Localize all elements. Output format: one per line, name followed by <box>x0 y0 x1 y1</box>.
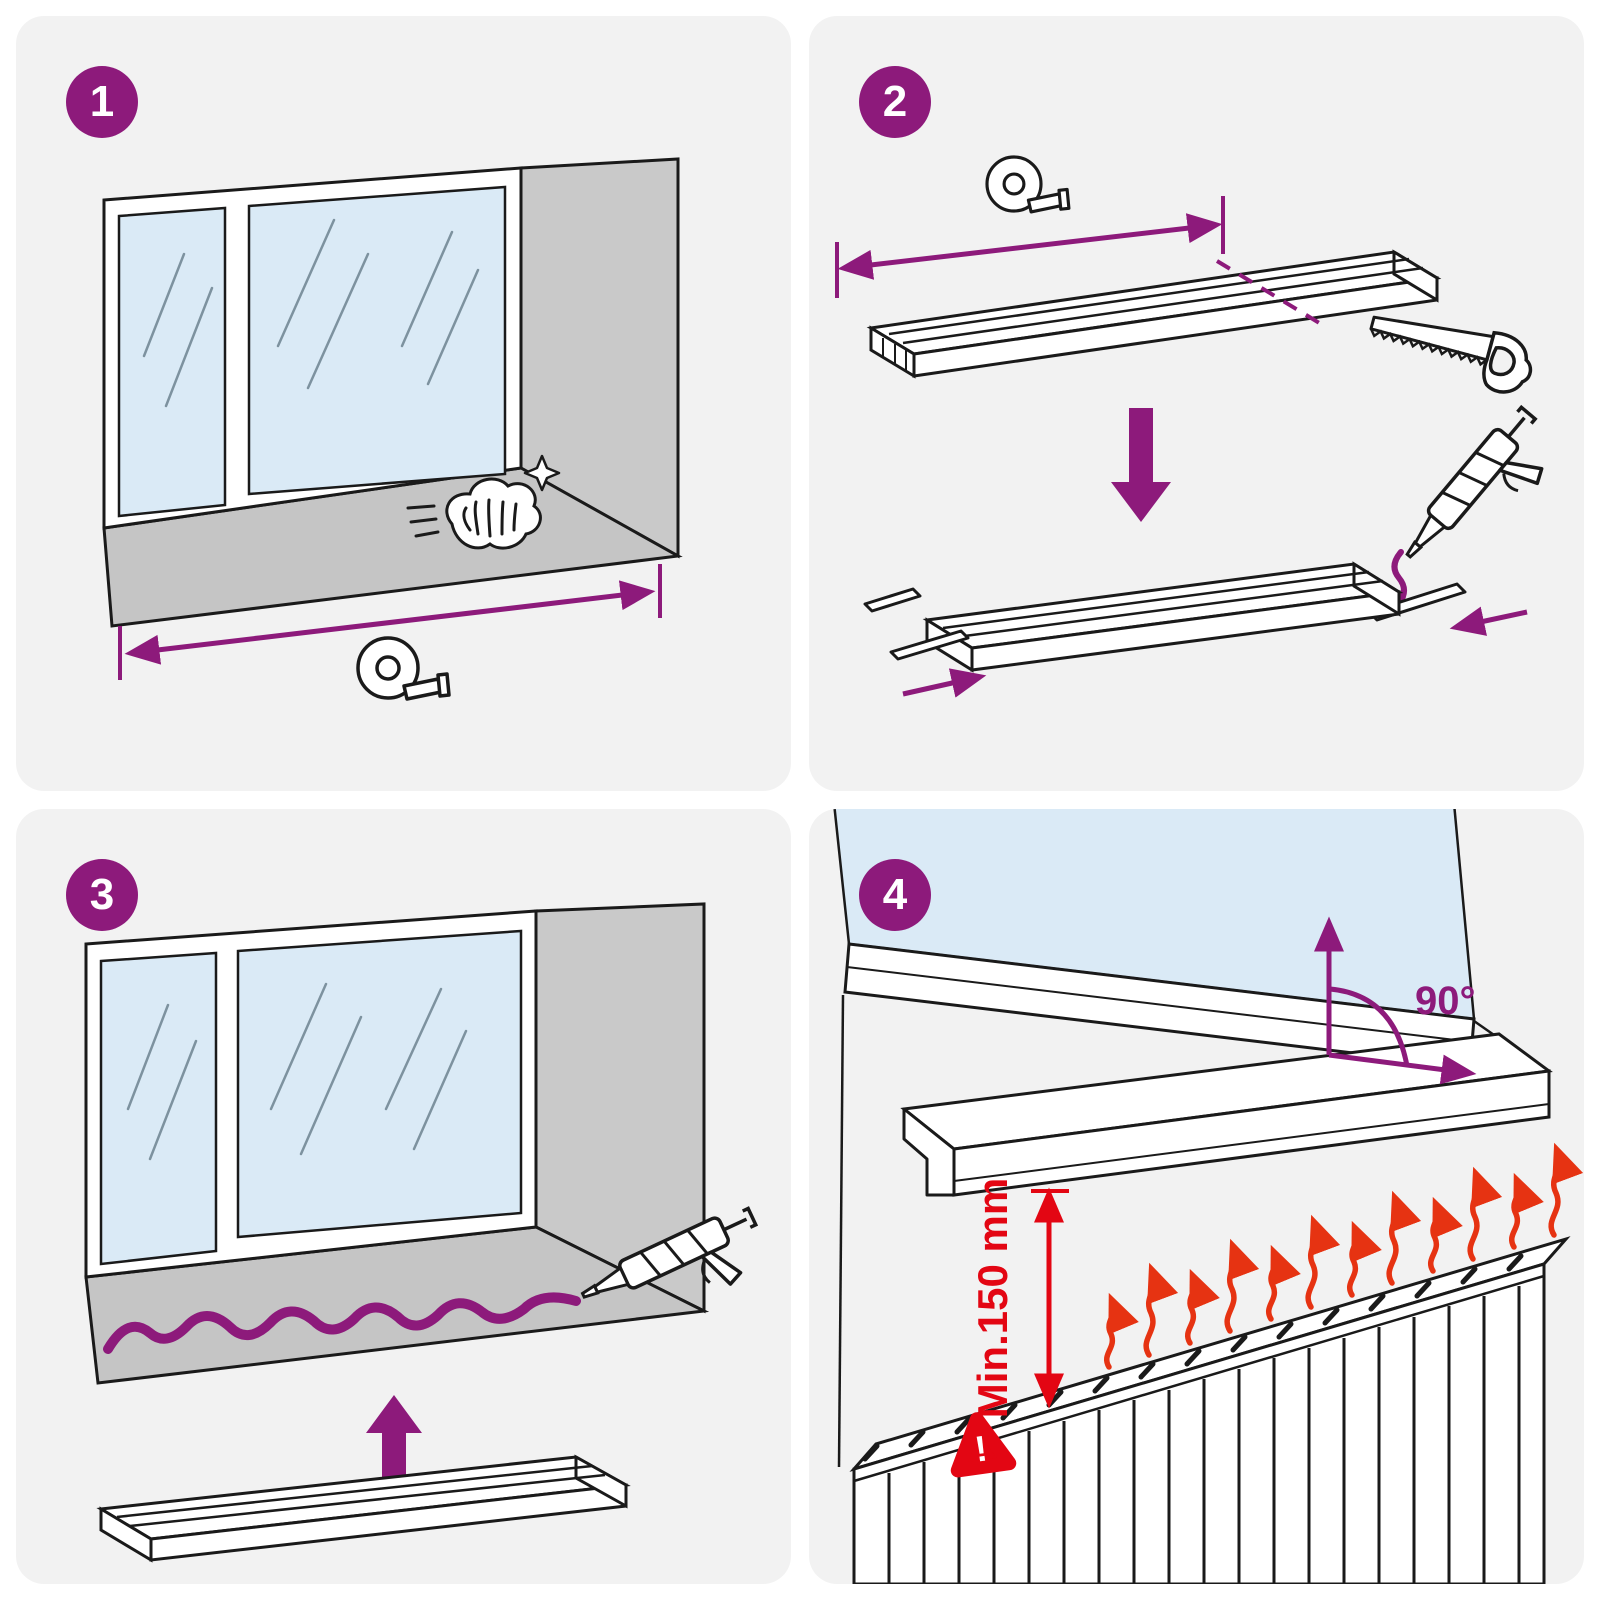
window-recess <box>84 902 710 1385</box>
right-angle-arrows: 90° <box>1314 916 1477 1085</box>
sparkle-icon <box>523 454 561 492</box>
radiator-grille-slots <box>862 1253 1524 1462</box>
window <box>833 809 1538 1468</box>
frame-groove <box>846 966 1473 1043</box>
min-distance-label: Min.150 mm <box>969 1178 1016 1418</box>
step-number-4: 4 <box>882 870 908 919</box>
length-measure-arrow <box>835 196 1225 298</box>
board-ridges <box>116 1464 606 1528</box>
step4-illustration: 90° Min.150 mm ! <box>833 809 1584 1584</box>
step-panel-2: 2 <box>809 16 1584 791</box>
down-arrow <box>1111 408 1171 522</box>
hand-saw-icon <box>1362 299 1540 400</box>
board-end-right <box>1392 249 1439 303</box>
sill-board <box>96 1454 631 1563</box>
fingers <box>462 498 518 538</box>
step-panel-1: 1 <box>16 16 791 791</box>
step3-illustration <box>84 902 776 1563</box>
board-end-left <box>869 325 916 379</box>
board-end-right <box>1352 561 1401 617</box>
caulk-gun-icon <box>1395 401 1570 591</box>
min-distance-dimension: Min.150 mm <box>969 1178 1069 1418</box>
board-end-profile <box>902 1107 956 1197</box>
warning-triangle-icon: ! <box>950 1412 1017 1478</box>
slide-arrow-right <box>1449 606 1528 636</box>
glass-reflections <box>126 982 468 1161</box>
step-badge-2: 2 <box>859 66 931 138</box>
step2-illustration <box>835 155 1570 698</box>
measure-line <box>124 580 656 665</box>
glass-pane-right <box>247 185 507 496</box>
adhesive-bead <box>103 1292 581 1354</box>
measure-line <box>837 213 1223 280</box>
glass-reflections <box>142 218 480 408</box>
end-cap-left-a <box>863 587 922 613</box>
board-end-left <box>99 1506 153 1563</box>
warning-exclamation: ! <box>972 1427 990 1469</box>
radiator <box>849 1236 1571 1584</box>
sill-board-full <box>866 249 1442 379</box>
tape-measure-icon <box>985 155 1071 214</box>
board-end-right <box>574 1454 628 1509</box>
cut-line <box>1215 259 1323 326</box>
step-badge-3: 3 <box>66 859 138 931</box>
tape-measure-icon <box>356 636 451 701</box>
motion-lines <box>406 504 440 538</box>
board-ridges <box>888 257 1424 345</box>
step-panel-3: 3 <box>16 809 791 1584</box>
profile-chambers <box>882 338 907 371</box>
step-number-3: 3 <box>89 870 115 919</box>
warning-triangle <box>950 1412 1017 1478</box>
wall-corner-left <box>837 994 845 1468</box>
glass-pane-left <box>117 206 227 518</box>
sill-board <box>900 1032 1553 1197</box>
step-panel-4: 4 <box>809 809 1584 1584</box>
glass-pane-right <box>236 929 523 1239</box>
adhesive-bead <box>1391 549 1407 607</box>
window-recess <box>102 157 683 628</box>
step-number-2: 2 <box>882 77 908 126</box>
radiator-front <box>852 1261 1546 1584</box>
end-cap-left-b <box>889 629 970 661</box>
up-arrow <box>366 1395 422 1477</box>
step-badge-4: 4 <box>859 859 931 931</box>
heat-arrows <box>1104 1142 1584 1370</box>
slide-arrow-left <box>902 668 987 698</box>
horizontal-arrow <box>1328 1052 1477 1085</box>
board-nose-line <box>953 1103 1550 1182</box>
cleaning-hand-icon <box>406 454 561 550</box>
sill-board-cut <box>922 561 1404 673</box>
step-badge-1: 1 <box>66 66 138 138</box>
step1-illustration <box>102 157 683 701</box>
step-number-1: 1 <box>89 77 115 126</box>
radiator-fins <box>887 1286 1521 1584</box>
width-measure-arrow <box>118 564 662 680</box>
angle-arc <box>1329 986 1410 1067</box>
angle-label: 90° <box>1415 979 1476 1023</box>
board-ridges <box>942 570 1384 639</box>
glass-pane-left <box>99 951 218 1266</box>
